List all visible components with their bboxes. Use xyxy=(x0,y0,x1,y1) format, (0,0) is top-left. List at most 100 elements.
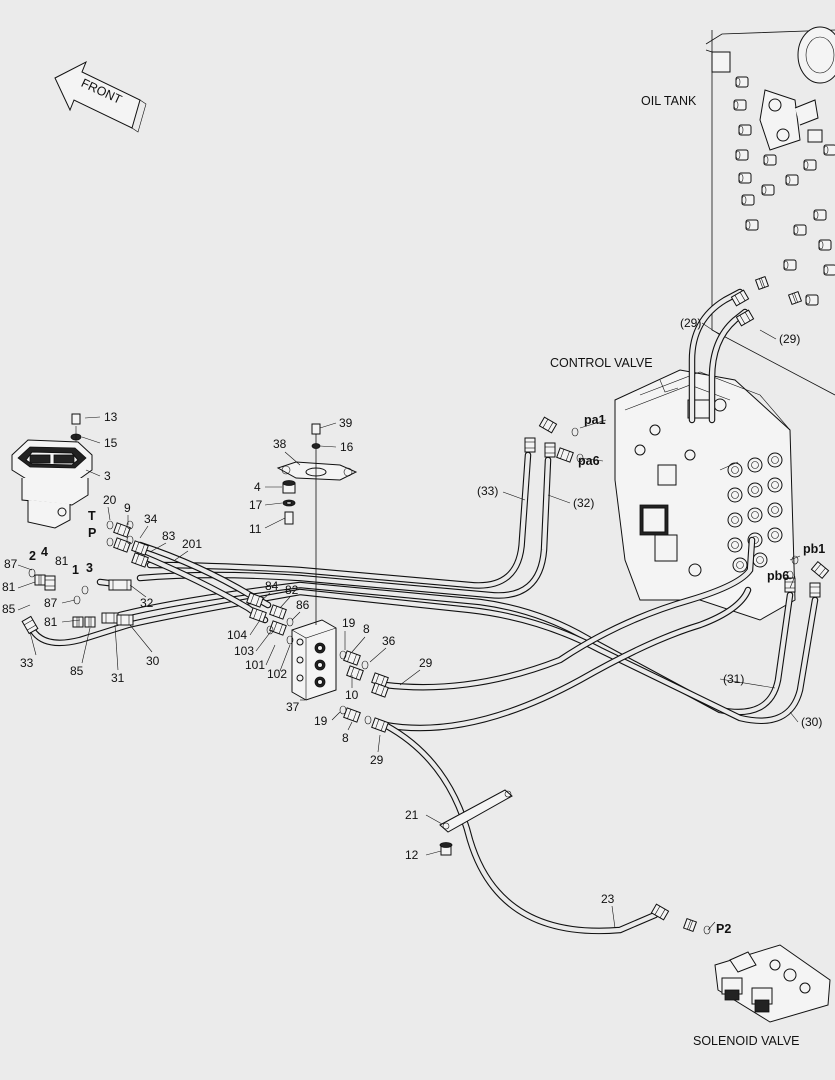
fit-82 xyxy=(269,604,287,620)
leader-9 xyxy=(17,581,36,589)
hose-201 xyxy=(136,551,269,624)
callout-81-c: 81 xyxy=(44,615,58,629)
leader-21 xyxy=(249,619,261,636)
callout-83: 83 xyxy=(162,529,176,543)
tank-port-14 xyxy=(813,209,827,221)
hose-83 xyxy=(136,541,272,609)
leader-45 xyxy=(579,419,607,429)
valve-port-6 xyxy=(727,512,743,528)
callout-17: 17 xyxy=(249,498,263,512)
callout-9: 9 xyxy=(124,501,131,515)
leader-33 xyxy=(351,636,366,653)
callout-8-a: 8 xyxy=(363,622,370,636)
fit-32-start xyxy=(108,579,132,591)
leader-18 xyxy=(261,592,271,601)
callout-85-b: 85 xyxy=(70,664,84,678)
valve-port-0 xyxy=(727,462,743,478)
oring-9 xyxy=(126,520,134,530)
callout-86: 86 xyxy=(296,598,310,612)
callout-15: 15 xyxy=(104,436,118,450)
callout-13: 13 xyxy=(104,410,118,424)
leader-lines xyxy=(17,322,801,931)
oil-tank-label: OIL TANK xyxy=(641,94,697,108)
valve-port-2 xyxy=(767,452,783,468)
adapter-p2 xyxy=(682,917,698,933)
oring-9b xyxy=(126,535,134,545)
hose-label-29-a: (29) xyxy=(680,316,701,330)
tank-port-4 xyxy=(738,172,752,184)
bracket xyxy=(276,423,358,625)
leader-15 xyxy=(114,624,119,671)
fit-30-end xyxy=(809,582,821,598)
solenoid-valve-label: SOLENOID VALVE xyxy=(693,1034,800,1048)
callout-101: 101 xyxy=(245,658,265,672)
callout-16: 16 xyxy=(340,440,354,454)
solenoid-valve xyxy=(714,944,831,1023)
valve-port-9 xyxy=(727,537,743,553)
port-p: P xyxy=(88,526,96,540)
valve-port-8 xyxy=(767,502,783,518)
valve-port-12 xyxy=(732,557,748,573)
valve-port-5 xyxy=(767,477,783,493)
fit-103 xyxy=(269,620,287,636)
fit-29b-end xyxy=(735,309,755,327)
port-3: 3 xyxy=(86,561,93,575)
callout-12: 12 xyxy=(405,848,419,862)
leader-30 xyxy=(264,502,283,506)
callout-32: 32 xyxy=(140,596,154,610)
oring-19a xyxy=(339,650,347,660)
leader-11 xyxy=(61,599,76,604)
tank-port-6 xyxy=(745,219,759,231)
valve-port-13 xyxy=(752,552,768,568)
fit-31-start xyxy=(101,612,119,624)
oring-20 xyxy=(106,520,114,530)
tank-port-5 xyxy=(741,194,755,206)
hose-label-33: (33) xyxy=(477,484,498,498)
leader-44 xyxy=(719,461,739,471)
leader-24 xyxy=(279,644,291,672)
callout-3: 3 xyxy=(104,469,111,483)
callout-36: 36 xyxy=(382,634,396,648)
leader-52 xyxy=(547,494,571,504)
fit-10 xyxy=(346,665,364,681)
leader-20 xyxy=(291,611,301,621)
callout-8-b: 8 xyxy=(342,731,349,745)
leader-19 xyxy=(279,596,291,609)
leader-48 xyxy=(789,575,796,589)
hose-29-tank-b xyxy=(708,308,749,424)
callout-20: 20 xyxy=(103,493,117,507)
leader-41 xyxy=(425,850,442,856)
port-1: 1 xyxy=(72,563,79,577)
adapter-tank-b xyxy=(787,290,803,306)
callout-31: 31 xyxy=(111,671,125,685)
leader-22 xyxy=(255,629,273,652)
callout-85-a: 85 xyxy=(2,602,16,616)
oring-p2 xyxy=(703,925,711,935)
manifold-block xyxy=(291,619,337,701)
oring-pb6 xyxy=(786,570,794,580)
leader-17 xyxy=(129,584,147,598)
tank-port-17 xyxy=(805,294,819,306)
leader-12 xyxy=(61,619,81,623)
fit-85b xyxy=(72,616,84,628)
oring-8b xyxy=(364,715,372,725)
fit-83-start xyxy=(131,540,149,556)
clamp xyxy=(439,789,513,856)
callout-4: 4 xyxy=(254,480,261,494)
tank-port-13 xyxy=(818,239,832,251)
port-pb6: pb6 xyxy=(767,569,789,583)
valve-port-1 xyxy=(747,457,763,473)
tank-port-12 xyxy=(793,224,807,236)
leader-36 xyxy=(331,711,341,721)
hose-label-32: (32) xyxy=(573,496,594,510)
leader-49 xyxy=(701,322,721,336)
leader-6 xyxy=(149,542,167,553)
callout-19-b: 19 xyxy=(314,714,328,728)
oring-86 xyxy=(286,617,294,627)
leader-14 xyxy=(81,627,91,664)
hoses xyxy=(26,288,819,935)
callout-29: 29 xyxy=(419,656,433,670)
oring-36 xyxy=(361,660,369,670)
hose-label-29-b: (29) xyxy=(779,332,800,346)
